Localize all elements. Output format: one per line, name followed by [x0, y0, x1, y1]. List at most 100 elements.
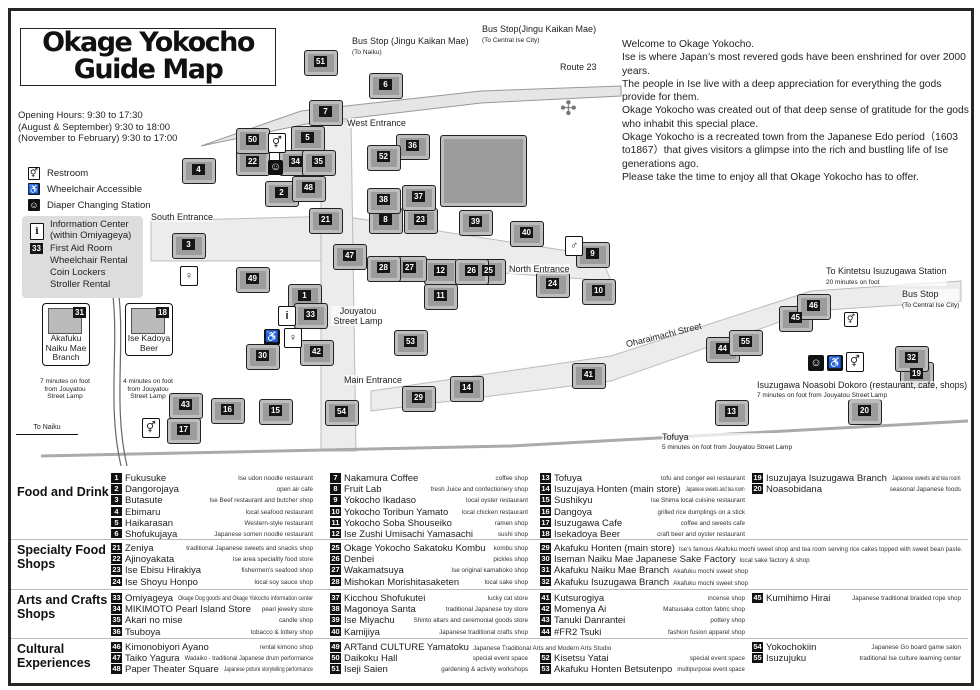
bus-stop-east-label: Bus Stop: [902, 289, 939, 299]
callout-name: Akafuku Naiku Mae Branch: [45, 333, 87, 362]
restroom-icon: ♀: [180, 266, 198, 286]
shop-name: ARTand CULTURE Yamatoku: [344, 642, 469, 653]
shop-number: 34: [111, 604, 122, 614]
shop-name: Isekadoya Beer: [554, 528, 621, 540]
shop-number: 32: [540, 576, 551, 587]
shop-number: 30: [540, 554, 551, 564]
building-54[interactable]: [325, 400, 359, 426]
hours-regular: Opening Hours: 9:30 to 17:30: [18, 110, 143, 121]
building-number: 15: [269, 405, 282, 416]
shop-number: 14: [540, 484, 551, 494]
river-bank: [116, 280, 128, 466]
shop-name: Kisetsu Yatai: [554, 653, 609, 665]
building-number: 5: [301, 132, 314, 143]
building-number: 1: [298, 290, 311, 301]
building-number: 20: [858, 405, 871, 416]
noasobi-walk: 7 minutes on foot from Jouyatou Street L…: [757, 392, 888, 399]
shop-description: local chicken restaurant: [461, 508, 528, 516]
shop-name: Isuzujuku: [766, 653, 807, 665]
shop-number: 3: [111, 495, 122, 505]
shop-name: Isuzujaya Isuzugawa Branch: [766, 473, 887, 484]
shop-description: coffee shop: [495, 475, 528, 482]
west-entrance-label: West Entrance: [347, 118, 406, 128]
shop-number: 35: [111, 615, 122, 625]
shop-name: Ise Miyachu: [344, 615, 395, 627]
shop-description: local seafood restaurant: [245, 508, 313, 516]
shop-description: Akafuku mochi sweet shop: [673, 579, 749, 587]
building-14[interactable]: [450, 376, 484, 402]
building-number: 9: [586, 248, 599, 259]
legend-restroom: Restroom: [47, 167, 89, 179]
intro-line: Okage Yokocho was created out of that de…: [622, 105, 969, 130]
building-number: 30: [256, 350, 269, 361]
shop-description: Japanese traditional braided rope shop: [852, 595, 961, 602]
shop-number: 51: [330, 664, 341, 674]
shop-name: Isuzujaya Honten (main store): [554, 484, 681, 496]
shop-description: gardening & activity workshops: [441, 666, 528, 674]
shop-number: 43: [540, 615, 551, 625]
shop-number: 2: [111, 484, 122, 494]
